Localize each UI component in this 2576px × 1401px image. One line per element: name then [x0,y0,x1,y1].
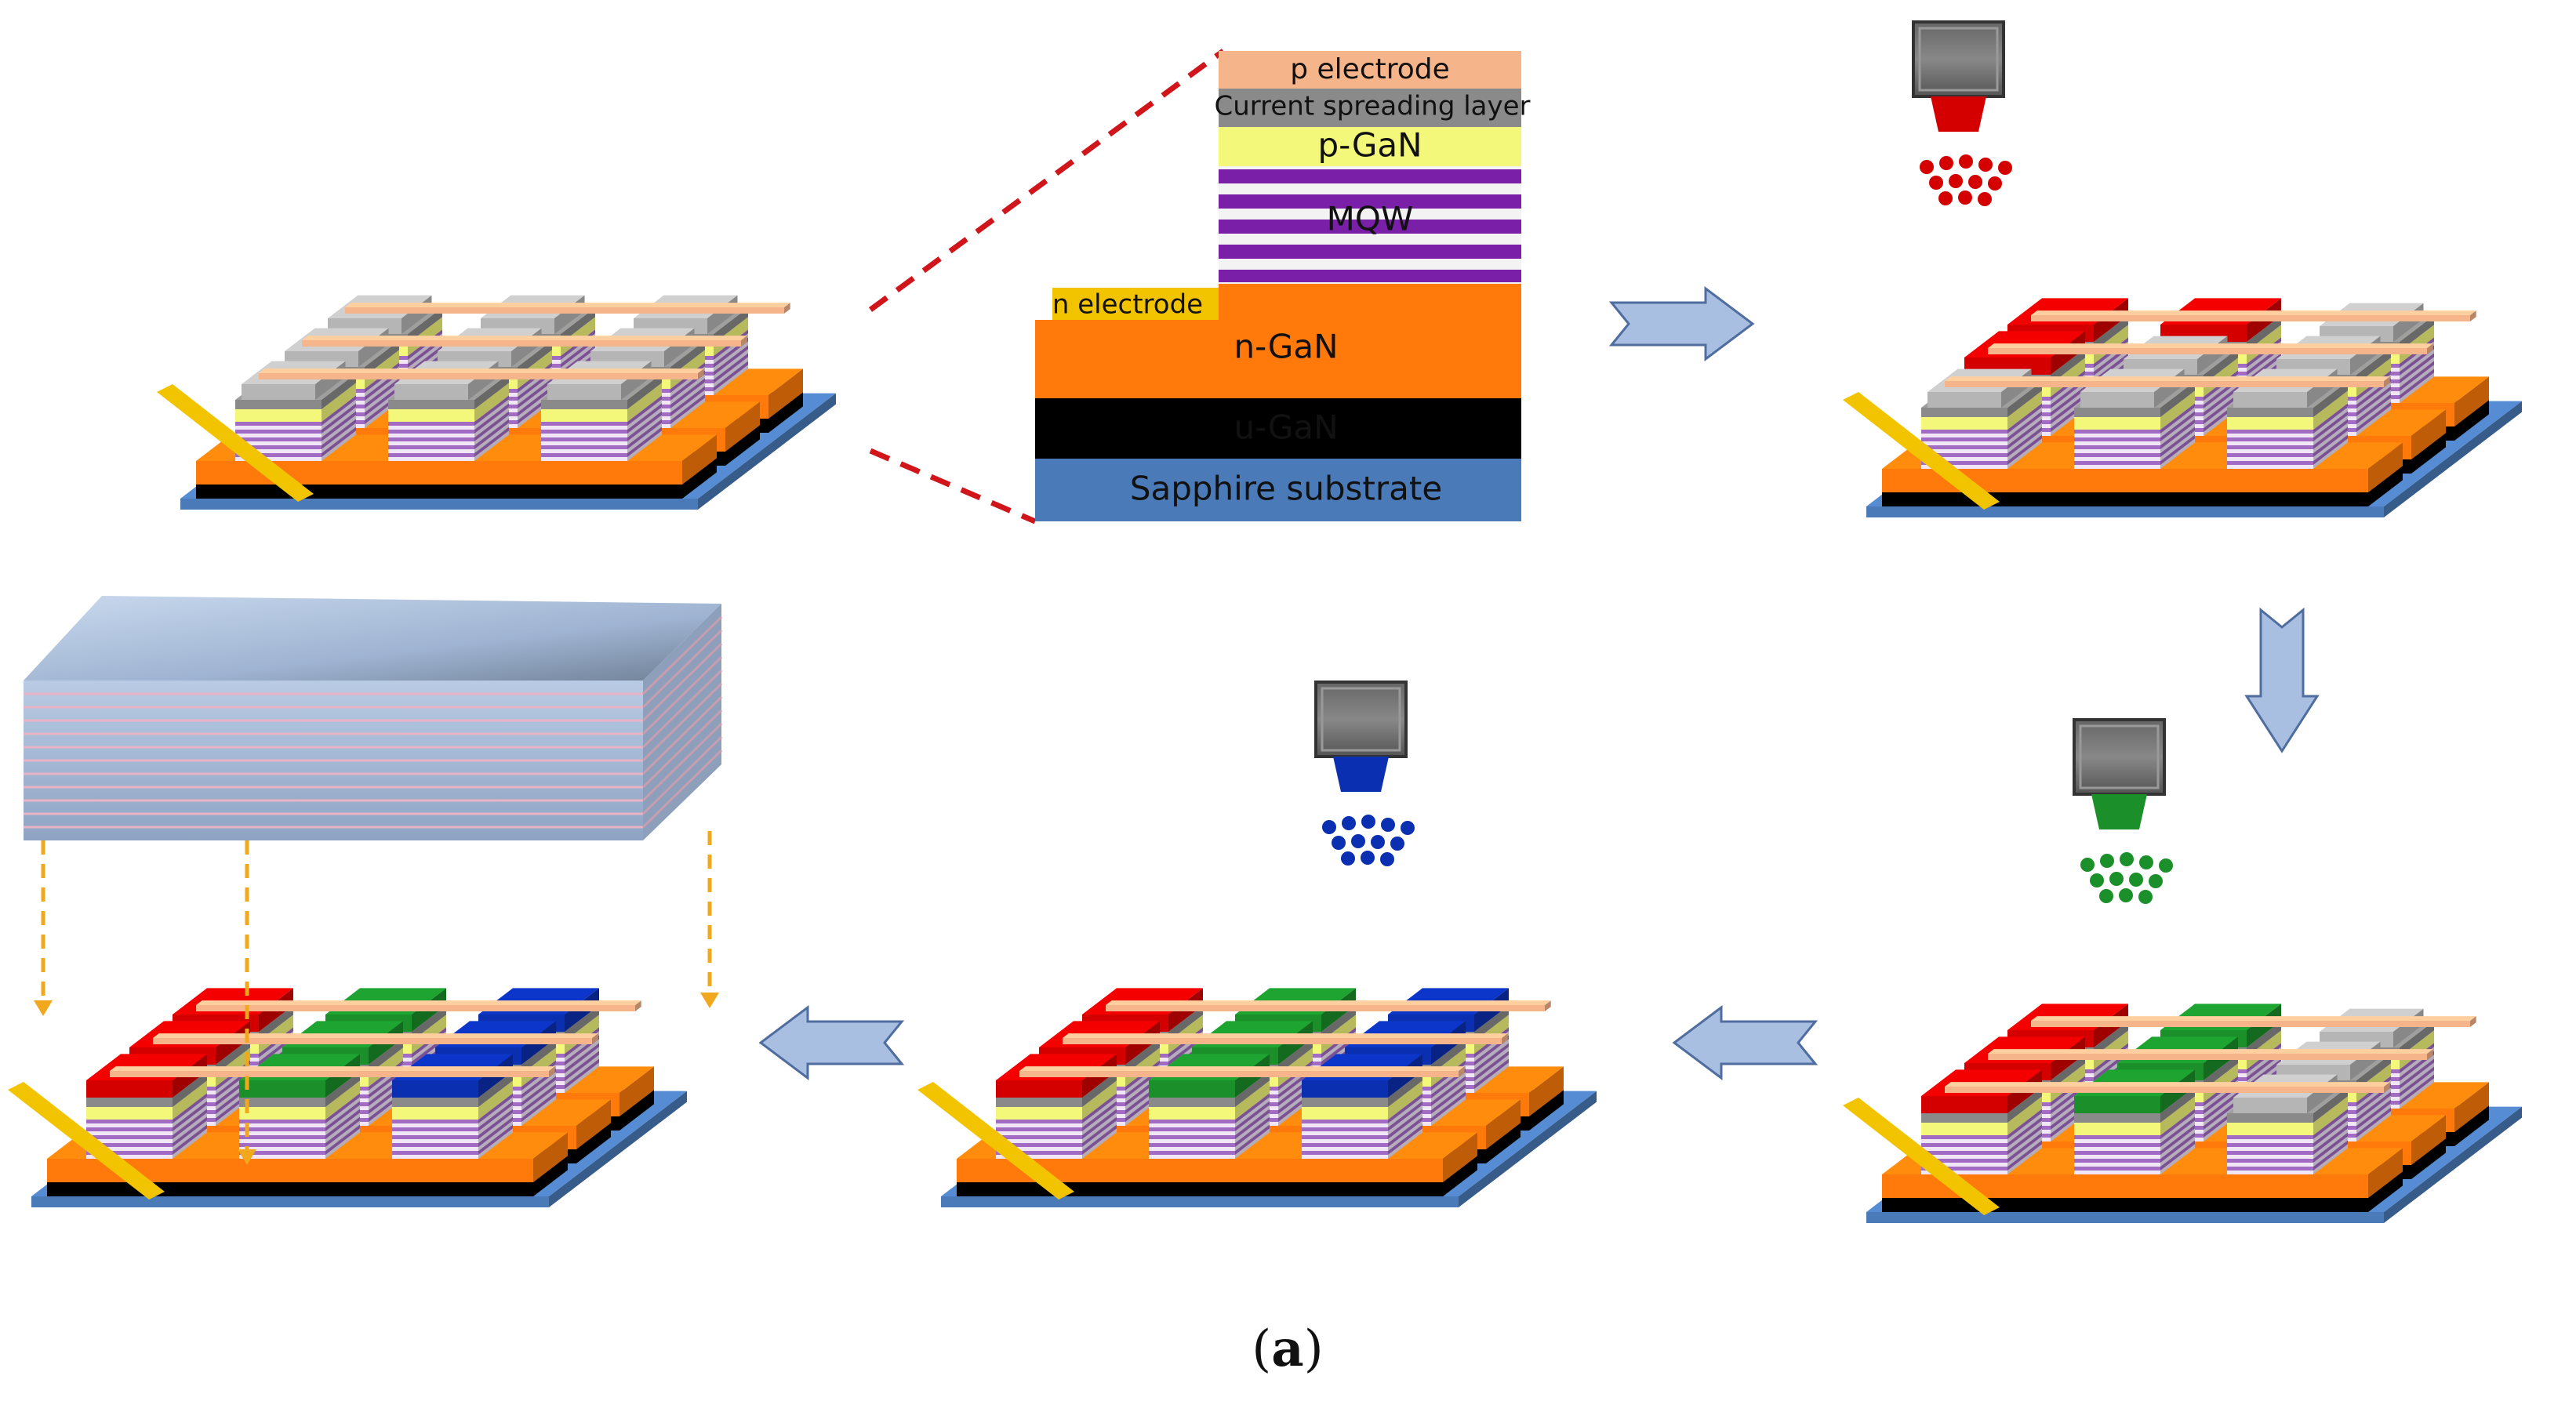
label-n-gan: n-GaN [1234,328,1338,366]
qd-droplet [1998,161,2012,175]
qd-droplet [2159,858,2173,873]
qd-droplet [2129,873,2143,887]
p-electrode-bar [302,336,747,347]
qd-droplet [1939,156,1953,170]
qd-droplet [2080,858,2095,872]
label-p-electrode: p electrode [1290,53,1450,85]
p-electrode-bar [110,1066,555,1077]
qd-droplet [1401,821,1415,835]
qd-droplet [1371,835,1385,849]
qd-droplet [1958,191,1972,205]
p-electrode-bar [153,1033,598,1044]
qd-droplet [2099,889,2113,903]
qd-droplet [1322,820,1336,834]
label-current-spreading-layer: Current spreading layer [1214,91,1530,122]
device-array-red-printed [1843,298,2522,517]
device-array-encapsulated [8,596,723,1207]
device-array-blue-printed [917,988,1597,1207]
process-arrow-icon [1672,1005,1818,1080]
device-array-initial [157,295,836,510]
n-electrode-rail [917,1082,1074,1200]
p-electrode-bar [1945,376,2390,387]
p-electrode-bar [1106,1000,1551,1011]
mqw-well [1219,245,1521,259]
u-gan-layer [1035,398,1521,459]
p-electrode-bar [1988,343,2433,354]
zoom-dashed-line [868,49,1226,524]
label-u-gan: u-GaN [1234,408,1338,447]
sapphire-substrate-layer [1035,459,1521,521]
n-electrode-rail [1843,1098,2000,1215]
qd-droplet [1978,158,1993,172]
qd-droplet [1341,851,1355,866]
p-electrode-bar [1945,1082,2390,1093]
process-arrow-icon [1608,286,1755,361]
p-electrode-bar [2031,310,2476,321]
qd-droplet [2119,888,2133,902]
qd-droplet [1342,816,1356,830]
p-electrode-bar [1988,1049,2433,1060]
p-electrode-bar [196,1000,641,1011]
qd-droplet [1949,174,1963,188]
qd-droplet [2138,890,2153,904]
qd-droplet [2139,855,2153,869]
qd-droplet [2109,872,2124,886]
label-p-gan: p-GaN [1317,126,1422,165]
qd-droplet [1968,175,1982,189]
printer-nozzle-icon [1314,681,1415,866]
current-spreading-layer [1219,89,1521,127]
qd-droplet [1938,191,1953,205]
qd-droplet [2100,854,2114,868]
label-mqw: MQW [1327,200,1414,238]
label-n-electrode: n electrode [1052,289,1203,321]
mqw-well [1219,220,1521,234]
mqw-well [1219,169,1521,183]
qd-droplet [1978,192,1992,206]
n-electrode-pad [1052,288,1219,320]
qd-droplet [1988,176,2002,191]
printer-nozzle-icon [2073,718,2173,904]
process-arrow-icon [2244,607,2320,753]
p-electrode-bar [1063,1033,1508,1044]
qd-droplet [1380,852,1394,866]
figure-caption: (a) [1252,1319,1323,1378]
n-electrode-rail [8,1082,165,1200]
label-sapphire-substrate: Sapphire substrate [1130,470,1442,508]
p-electrode-bar [345,303,790,314]
qd-droplet [1920,160,1934,174]
qd-droplet [2149,874,2163,888]
qd-droplet [1361,815,1375,829]
p-gan-layer [1219,127,1521,166]
qd-droplet [2090,873,2104,887]
layer-stack-cross-section: p electrode Current spreading layer p-Ga… [1035,51,1531,521]
qd-droplet [1959,154,1973,169]
qd-droplet [1332,836,1346,850]
encapsulation-film [24,596,723,1165]
n-gan-layer [1035,320,1521,398]
p-electrode-bar [1019,1066,1465,1077]
printer-nozzle-icon [1912,20,2012,206]
mqw-well [1219,270,1521,282]
qd-droplet [1351,834,1365,848]
process-arrow-icon [758,1005,905,1080]
p-electrode-bar [2031,1016,2476,1027]
device-array-green-printed [1843,1004,2522,1223]
qd-droplet [1390,837,1404,851]
qd-droplet [1929,176,1943,190]
mqw-well [1219,194,1521,209]
qd-droplet [1381,818,1395,832]
qd-droplet [2120,852,2134,866]
p-electrode-layer [1219,51,1521,89]
qd-droplet [1361,851,1375,865]
n-electrode-rail [157,384,314,502]
n-electrode-rail [1843,392,2000,510]
p-electrode-bar [259,368,704,379]
